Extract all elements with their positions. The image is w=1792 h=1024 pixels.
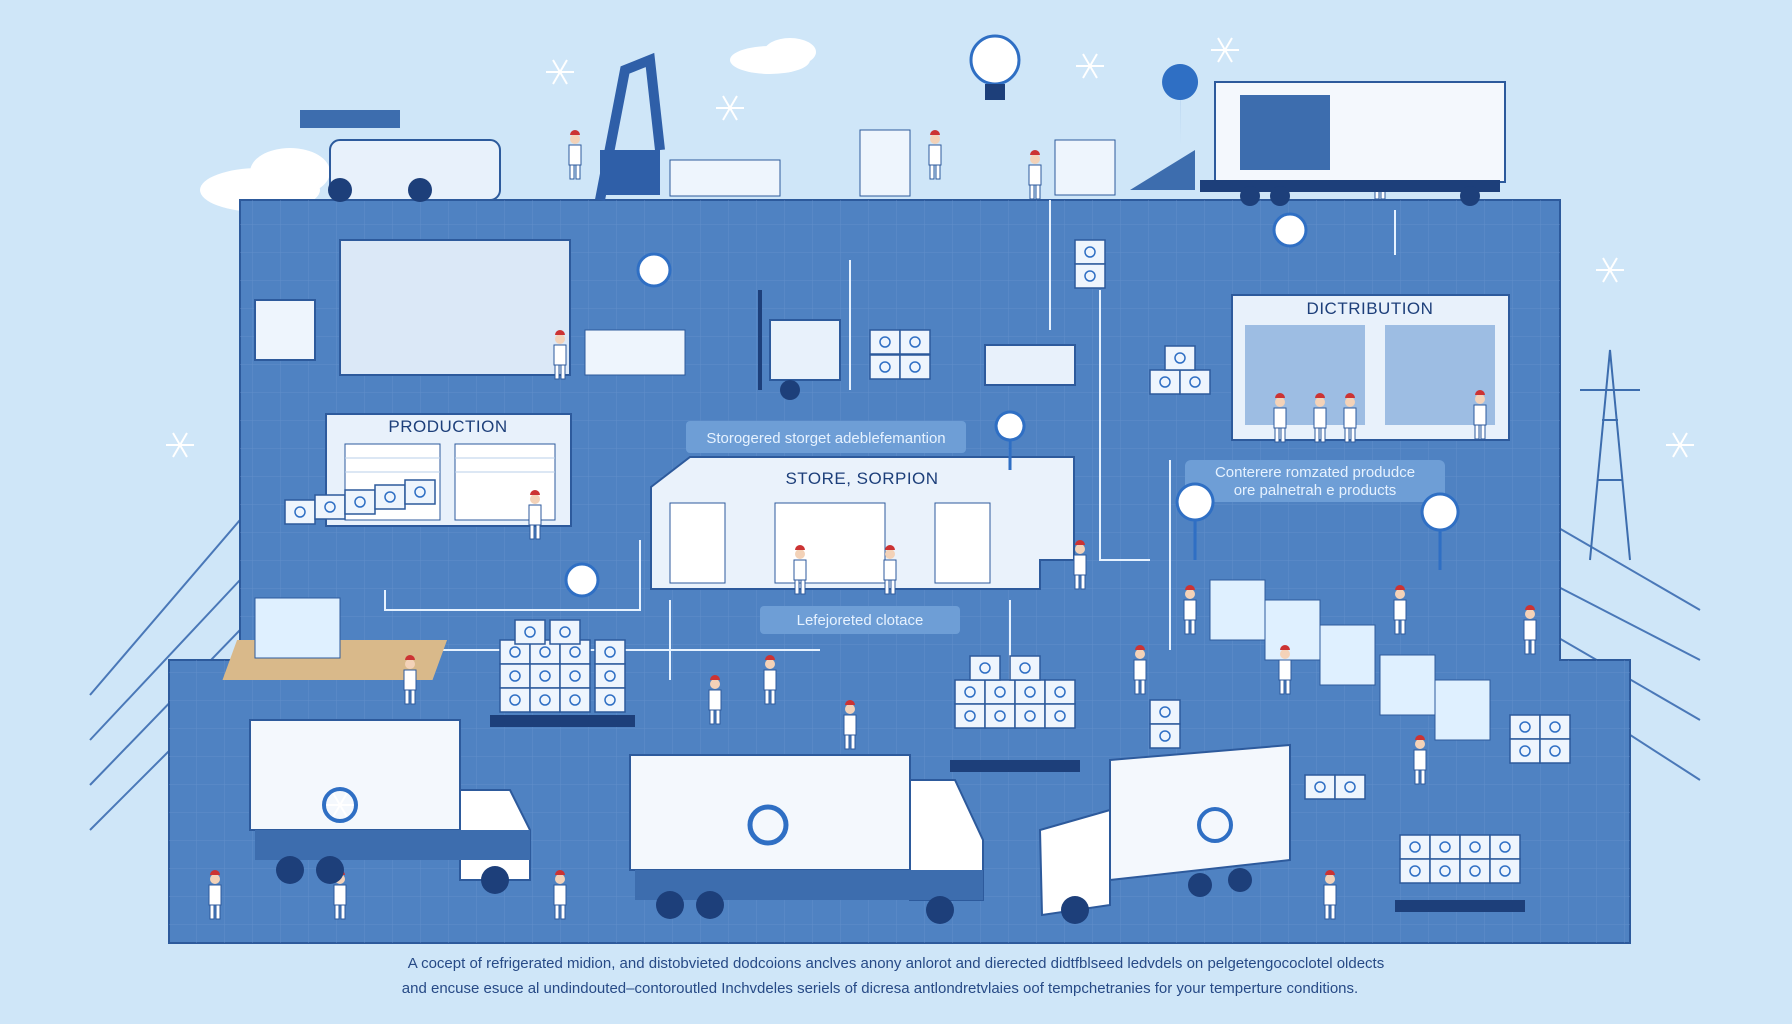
distribution-note-line1: Conterere romzated produdce xyxy=(1215,464,1415,481)
pallet-icon xyxy=(222,579,1571,912)
power-tower xyxy=(1580,349,1640,561)
caption-line-2: and encuse esuce al undindouted–contorou… xyxy=(402,980,1358,997)
forklift-icon xyxy=(758,290,1076,400)
production-line xyxy=(254,239,686,380)
lightbulb-icon xyxy=(969,34,1021,100)
truck-icon xyxy=(629,754,984,924)
clouds xyxy=(200,38,816,212)
location-pin-icon xyxy=(1175,482,1460,571)
distribution-building: DICTRIBUTION xyxy=(1149,294,1510,443)
top-equipment xyxy=(300,52,1387,202)
truck-icon xyxy=(1038,743,1291,924)
location-pin-icon xyxy=(994,410,1026,471)
dock-note: Lefejoreted clotace xyxy=(760,606,960,634)
dock-note-text: Lefejoreted clotace xyxy=(797,612,924,629)
store-building: STORE, SORPION xyxy=(650,410,1087,595)
distribution-note-line2: ore palnetrah e products xyxy=(1234,482,1397,499)
storage-note: Storogered storget adeblefemantion xyxy=(686,421,966,453)
distribution-label: DICTRIBUTION xyxy=(1307,299,1434,318)
location-pin-icon xyxy=(1162,64,1199,145)
store-label: STORE, SORPION xyxy=(785,469,938,488)
caption-line-1: A cocept of refrigerated midion, and dis… xyxy=(408,955,1384,972)
plus-circle-icon xyxy=(564,212,1308,598)
truck-icon xyxy=(249,719,531,894)
storage-note-text: Storogered storget adeblefemantion xyxy=(706,430,945,447)
production-building: PRODUCTION xyxy=(284,413,572,540)
distribution-note: Conterere romzated produdce ore palnetra… xyxy=(1185,460,1445,502)
production-label: PRODUCTION xyxy=(388,417,507,436)
top-truck xyxy=(1130,81,1506,206)
